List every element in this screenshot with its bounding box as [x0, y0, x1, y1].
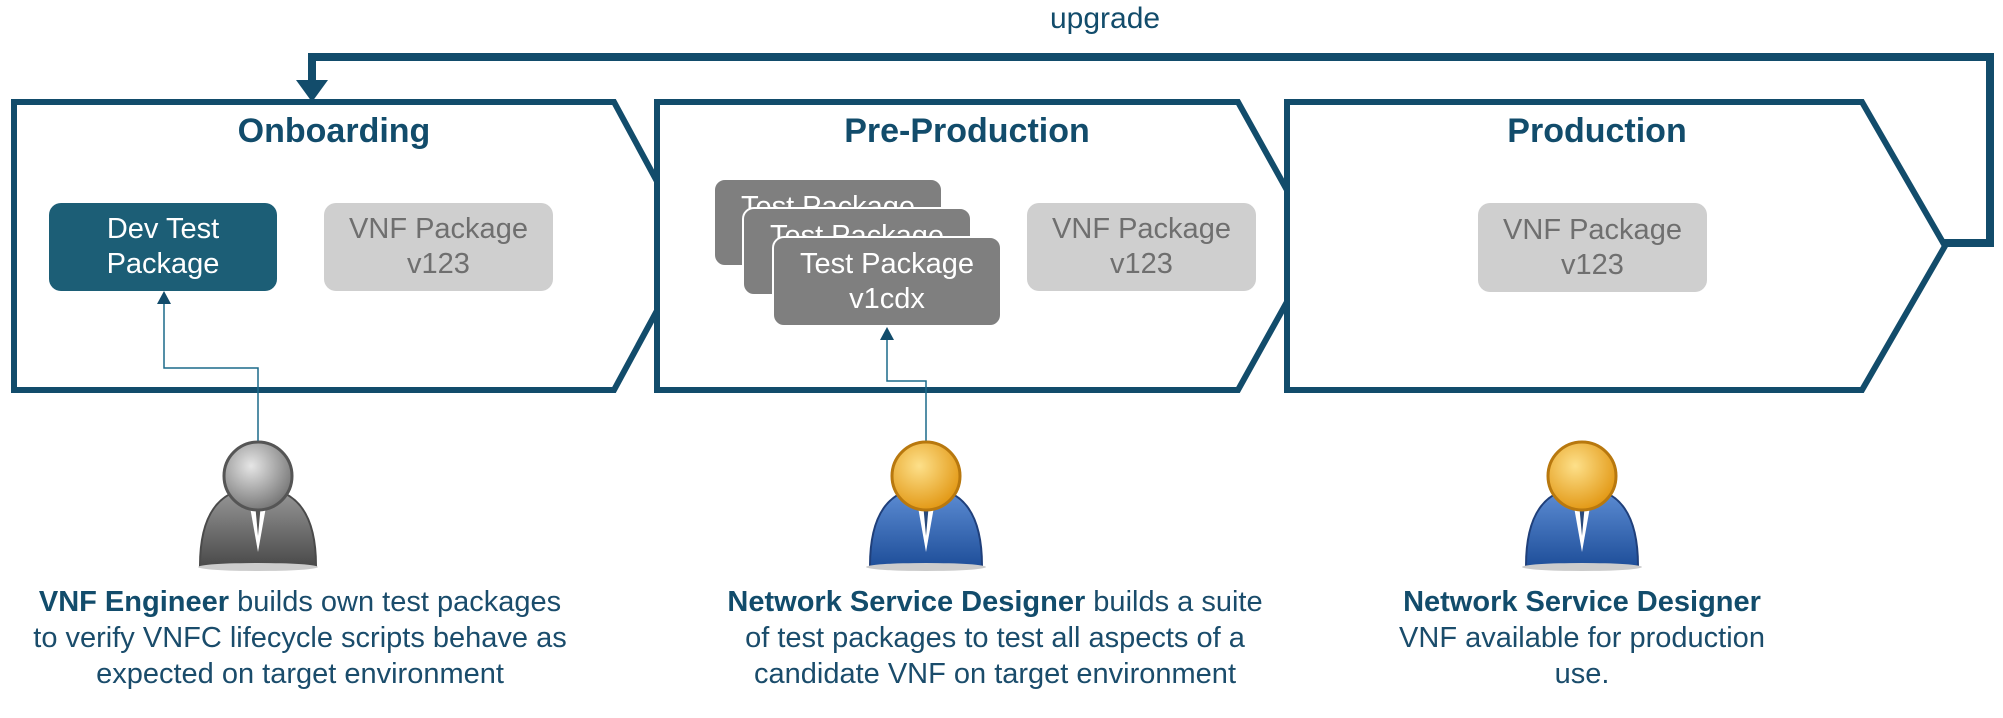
designer-connector — [886, 338, 927, 443]
vnf-engineer-avatar — [198, 440, 318, 571]
vnf-package-production: VNF Package v123 — [1478, 203, 1707, 292]
vnf-package-version: v123 — [1561, 248, 1624, 281]
upgrade-label: upgrade — [1050, 2, 1161, 35]
production-designer-text-1: VNF available for production — [1399, 622, 1765, 654]
vnf-package-label: VNF Package — [1052, 213, 1231, 245]
designer-caption: Network Service Designer builds a suite … — [700, 584, 1290, 692]
network-service-designer-avatar — [866, 440, 986, 571]
vnf-package-version: v123 — [407, 248, 470, 280]
test-package-front-label: Test Package — [799, 247, 975, 280]
vnf-package-label: VNF Package — [349, 213, 528, 245]
stage-title-preproduction: Pre-Production — [844, 112, 1090, 150]
production-designer-caption: Network Service Designer VNF available f… — [1352, 584, 1812, 692]
vnf-package-preproduction: VNF Package v123 — [1027, 203, 1256, 291]
vnf-package-label: VNF Package — [1503, 213, 1682, 246]
vnf-engineer-text-1: builds own test packages — [229, 586, 562, 618]
designer-connector-arrowhead — [880, 327, 894, 340]
vnf-package-onboarding: VNF Package v123 — [324, 203, 553, 291]
stage-title-onboarding: Onboarding — [237, 112, 431, 150]
designer-text-3: candidate VNF on target environment — [754, 658, 1236, 690]
production-designer-text-2: use. — [1554, 658, 1610, 690]
dev-test-package-line2: Package — [106, 248, 220, 280]
designer-text-1: builds a suite — [1085, 586, 1263, 618]
engineer-connector-arrowhead — [157, 291, 171, 304]
production-designer-role: Network Service Designer — [1403, 586, 1761, 618]
dev-test-package-line1: Dev Test — [106, 213, 220, 245]
vnf-engineer-role: VNF Engineer — [38, 586, 230, 618]
dev-test-package: Dev Test Package — [49, 203, 277, 291]
vnf-engineer-caption: VNF Engineer builds own test packages to… — [10, 584, 590, 692]
upgrade-arrowhead — [296, 80, 328, 102]
stage-title-production: Production — [1507, 112, 1687, 150]
vnf-package-version: v123 — [1110, 248, 1173, 280]
test-package-front-version: v1cdx — [849, 282, 925, 315]
vnf-engineer-text-3: expected on target environment — [96, 658, 504, 690]
upgrade-loop-arrow — [308, 53, 1994, 247]
test-package-front: Test Package v1cdx — [772, 236, 1002, 327]
production-designer-avatar — [1522, 440, 1642, 571]
engineer-connector — [163, 302, 259, 443]
vnf-engineer-text-2: to verify VNFC lifecycle scripts behave … — [33, 622, 567, 654]
designer-role: Network Service Designer — [727, 586, 1086, 618]
designer-text-2: of test packages to test all aspects of … — [745, 622, 1245, 654]
